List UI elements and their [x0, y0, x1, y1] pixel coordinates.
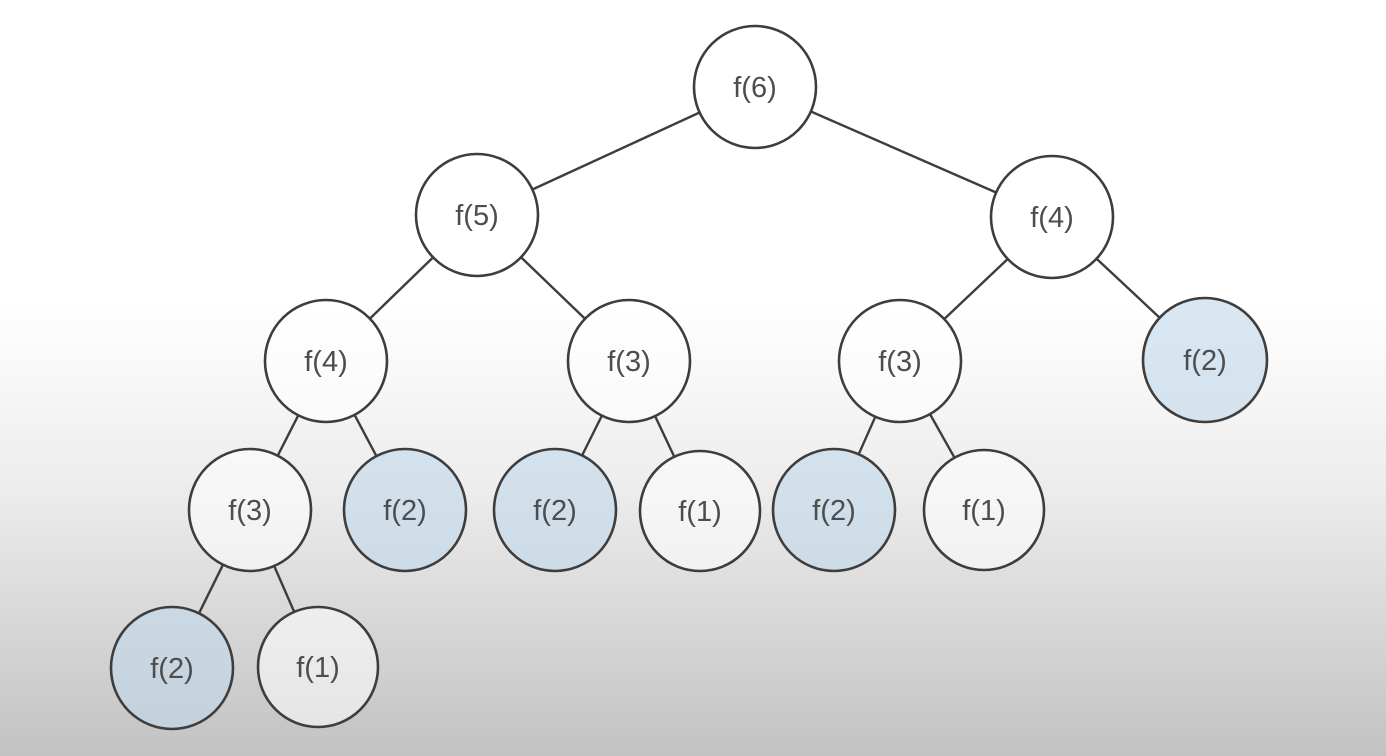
tree-edge-f4r-f2r: [1095, 257, 1161, 319]
node-circle: [837, 298, 963, 424]
node-circle: [414, 152, 540, 278]
tree-node-f2a: f(2): [342, 447, 468, 573]
tree-node-f6: f(6): [692, 24, 818, 150]
node-circle-highlighted: [109, 605, 235, 731]
tree-node-f1c: f(1): [256, 605, 380, 729]
tree-node-f4r: f(4): [989, 154, 1115, 280]
tree-node-f5: f(5): [414, 152, 540, 278]
node-circle: [692, 24, 818, 150]
tree-edge-f6-f4r: [809, 110, 998, 194]
node-circle: [187, 447, 313, 573]
tree-edge-f3c-f1c: [273, 564, 296, 614]
tree-edge-f4l-f3c: [276, 414, 300, 457]
node-circle-highlighted: [1141, 296, 1269, 424]
tree-node-f2b: f(2): [492, 447, 618, 573]
tree-edge-f3b-f2c: [857, 415, 877, 456]
node-circle-highlighted: [492, 447, 618, 573]
tree-node-f1b: f(1): [922, 448, 1046, 572]
tree-edge-f3a-f2b: [580, 414, 604, 457]
tree-node-f1a: f(1): [638, 449, 762, 573]
node-circle-highlighted: [771, 447, 897, 573]
tree-node-f4l: f(4): [263, 298, 389, 424]
tree-node-f2c: f(2): [771, 447, 897, 573]
tree-edge-f4l-f2a: [353, 413, 378, 458]
node-circle-highlighted: [342, 447, 468, 573]
node-circle: [256, 605, 380, 729]
node-circle: [638, 449, 762, 573]
node-circle: [922, 448, 1046, 572]
tree-edge-f4r-f3b: [943, 257, 1009, 321]
tree-node-f3c: f(3): [187, 447, 313, 573]
node-circle: [566, 298, 692, 424]
tree-edge-f3b-f1b: [928, 412, 956, 459]
tree-node-f3a: f(3): [566, 298, 692, 424]
tree-node-f2r: f(2): [1141, 296, 1269, 424]
tree-edge-f3c-f2d: [197, 563, 225, 615]
tree-edge-f3a-f1a: [653, 414, 676, 458]
tree-node-f3b: f(3): [837, 298, 963, 424]
tree-node-f2d: f(2): [109, 605, 235, 731]
tree-edge-f5-f4l: [368, 256, 435, 320]
tree-edge-f5-f3a: [519, 256, 587, 320]
tree-edge-f6-f5: [531, 111, 701, 191]
node-circle: [989, 154, 1115, 280]
node-circle: [263, 298, 389, 424]
